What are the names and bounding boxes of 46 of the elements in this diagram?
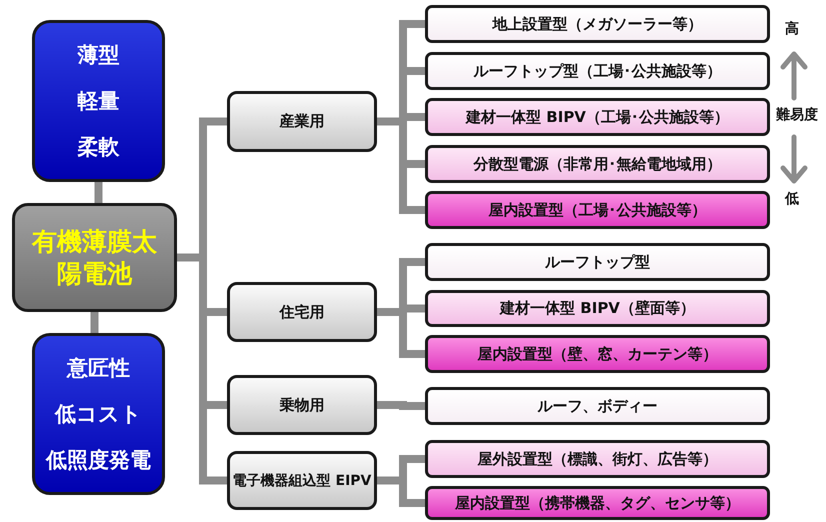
box-label: 乗物用 <box>280 396 324 414</box>
box-label: 分散型電源（非常用･無給電地域用） <box>474 154 722 174</box>
box-label: 住宅用 <box>280 302 324 322</box>
box-label: 屋外設置型（標識、街灯、広告等） <box>478 450 718 468</box>
box-label: 有機薄膜太陽電池 <box>30 226 158 289</box>
feature-box <box>32 333 165 495</box>
application-box <box>425 145 770 183</box>
difficulty-label: 高 <box>785 20 799 38</box>
connector-line <box>94 182 102 203</box>
application-box <box>425 486 770 520</box>
category-box <box>227 451 377 510</box>
application-box <box>425 243 770 281</box>
box-label: 建材一体型 BIPV（工場･公共施設等） <box>466 108 729 126</box>
box-label: 屋内設置型（携帯機器、タグ、センサ等） <box>455 494 740 512</box>
box-label: 産業用 <box>280 112 324 131</box>
box-label: ルーフ、ボディー <box>538 396 658 416</box>
category-box <box>227 282 377 342</box>
feature-box <box>32 20 165 182</box>
box-label: 電子機器組込型 EIPV <box>232 472 372 490</box>
category-box <box>227 91 377 152</box>
feature-label: 軽量 <box>78 88 120 115</box>
box-label: 屋内設置型（壁、窓、カーテン等） <box>478 344 718 364</box>
application-box <box>425 191 770 229</box>
feature-label: 薄型 <box>78 42 120 69</box>
box-label: 屋内設置型（工場･公共施設等） <box>488 200 706 220</box>
feature-label: 意匠性 <box>67 355 130 382</box>
box-label: ルーフトップ型（工場･公共施設等） <box>474 62 722 80</box>
difficulty-label: 難易度 <box>776 106 818 124</box>
connector-line <box>377 401 425 410</box>
application-box <box>425 335 770 373</box>
application-box <box>425 290 770 327</box>
application-box <box>425 387 770 425</box>
connector-line <box>90 312 98 333</box>
application-box <box>425 5 770 43</box>
box-label: ルーフトップ型 <box>545 252 650 272</box>
main-box <box>12 203 177 312</box>
feature-label: 低コスト <box>55 401 142 428</box>
category-box <box>227 375 377 435</box>
feature-label: 柔軟 <box>78 134 120 161</box>
box-label: 地上設置型（メガソーラー等） <box>492 14 702 34</box>
application-box <box>425 98 770 136</box>
application-box <box>425 440 770 478</box>
feature-label: 低照度発電 <box>46 447 151 474</box>
difficulty-label: 低 <box>785 190 799 208</box>
application-box <box>425 52 770 90</box>
box-label: 建材一体型 BIPV（壁面等） <box>500 299 695 318</box>
